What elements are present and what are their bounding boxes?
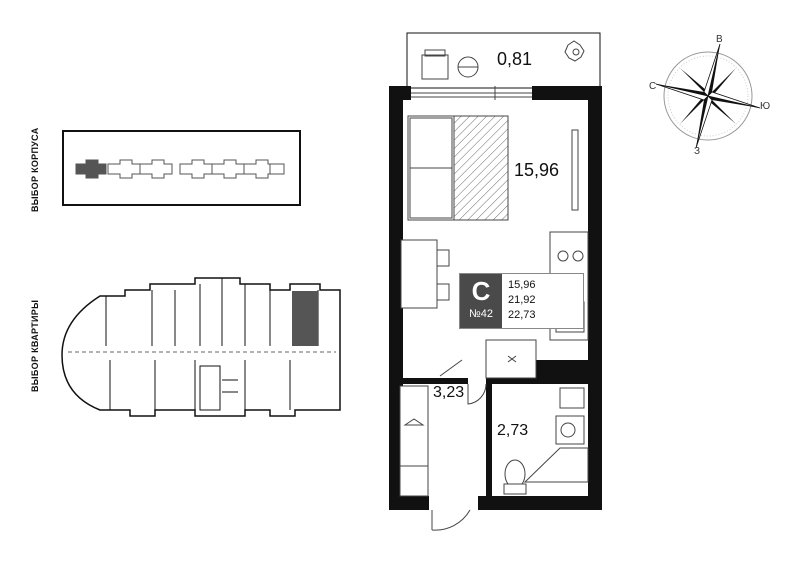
compass-south: З	[694, 146, 701, 157]
sofa	[407, 115, 455, 221]
tv	[571, 129, 579, 211]
wardrobe	[399, 385, 429, 497]
dining-table	[400, 239, 450, 309]
bathroom-fixtures	[503, 387, 589, 495]
full-area-value: 22,73	[508, 309, 536, 321]
section-7[interactable]	[269, 163, 285, 175]
selected-apartment[interactable]	[292, 291, 318, 346]
apartment-info-card: С №42 15,96 21,92 22,73	[459, 273, 584, 329]
balcony-furniture	[421, 40, 585, 80]
washer	[485, 339, 537, 379]
bathroom-area: 2,73	[497, 422, 529, 439]
total-area-value: 21,92	[508, 294, 536, 306]
apartment-type: С	[471, 276, 491, 306]
apartment-type-badge: С №42	[460, 274, 502, 328]
bed	[453, 115, 509, 221]
compass-north: В	[716, 34, 723, 45]
balcony-area: 0,81	[497, 49, 533, 69]
section-3[interactable]	[139, 159, 173, 179]
building-selector	[62, 130, 301, 206]
compass-west: С	[649, 81, 657, 92]
living-area: 15,96	[514, 160, 560, 180]
apartment-number: №42	[468, 308, 494, 320]
living-area-value: 15,96	[508, 279, 536, 291]
hall-area: 3,23	[433, 384, 465, 401]
section-1[interactable]	[75, 159, 107, 179]
compass-east: Ю	[760, 101, 771, 112]
